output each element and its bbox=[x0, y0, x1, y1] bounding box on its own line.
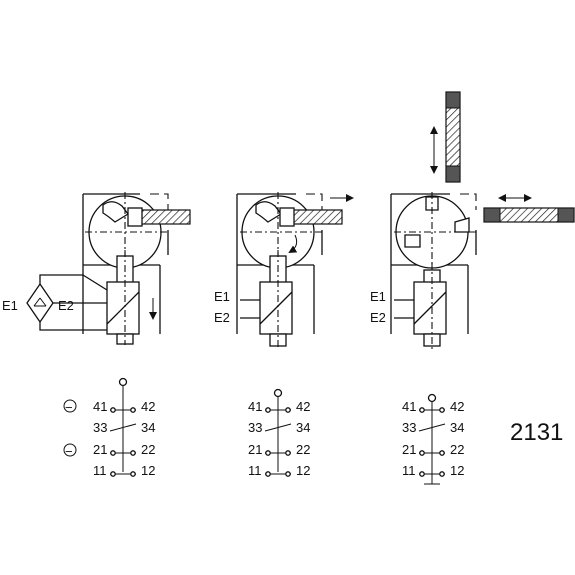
contact-33: 33 bbox=[93, 420, 107, 435]
contact-22: 22 bbox=[296, 442, 310, 457]
coil-label-e2: E2 bbox=[370, 310, 386, 325]
actuator-key bbox=[291, 209, 343, 225]
contact-12: 12 bbox=[450, 463, 464, 478]
contact-table-stage-2: 41 42 33 34 21 22 11 12 bbox=[248, 388, 310, 478]
coil-label-e2: E2 bbox=[214, 310, 230, 325]
contact-34: 34 bbox=[296, 420, 310, 435]
minus-symbol: − bbox=[65, 400, 73, 415]
contact-12: 12 bbox=[141, 463, 155, 478]
minus-symbol: − bbox=[65, 444, 73, 459]
contact-34: 34 bbox=[450, 420, 464, 435]
contact-21: 21 bbox=[402, 442, 416, 457]
contact-table-stage-3: 41 42 33 34 21 22 11 12 bbox=[402, 393, 464, 485]
contact-21: 21 bbox=[93, 442, 107, 457]
contact-42: 42 bbox=[296, 399, 310, 414]
coil-label-e1: E1 bbox=[2, 298, 18, 313]
contact-42: 42 bbox=[450, 399, 464, 414]
stage-2-mechanism: E1 E2 bbox=[214, 192, 354, 350]
contact-33: 33 bbox=[402, 420, 416, 435]
contact-34: 34 bbox=[141, 420, 155, 435]
coil-label-e2: E2 bbox=[58, 298, 74, 313]
contact-22: 22 bbox=[450, 442, 464, 457]
contact-table-stage-1: − − 41 42 33 34 21 22 11 12 bbox=[63, 377, 155, 478]
diagram-code: 2131 bbox=[510, 419, 563, 446]
stage-3-mechanism: E1 E2 bbox=[370, 91, 575, 350]
coil-label-e1: E1 bbox=[370, 289, 386, 304]
actuator-key bbox=[139, 209, 191, 225]
contact-33: 33 bbox=[248, 420, 262, 435]
stage-1-mechanism: E1 E2 bbox=[2, 192, 191, 345]
contact-42: 42 bbox=[141, 399, 155, 414]
contact-11: 11 bbox=[93, 463, 107, 478]
contact-22: 22 bbox=[141, 442, 155, 457]
diode-bridge-icon bbox=[26, 282, 54, 324]
contact-41: 41 bbox=[93, 399, 107, 414]
contact-12: 12 bbox=[296, 463, 310, 478]
contact-41: 41 bbox=[402, 399, 416, 414]
contact-41: 41 bbox=[248, 399, 262, 414]
contact-21: 21 bbox=[248, 442, 262, 457]
contact-11: 11 bbox=[402, 463, 416, 478]
contact-11: 11 bbox=[248, 463, 262, 478]
coil-label-e1: E1 bbox=[214, 289, 230, 304]
